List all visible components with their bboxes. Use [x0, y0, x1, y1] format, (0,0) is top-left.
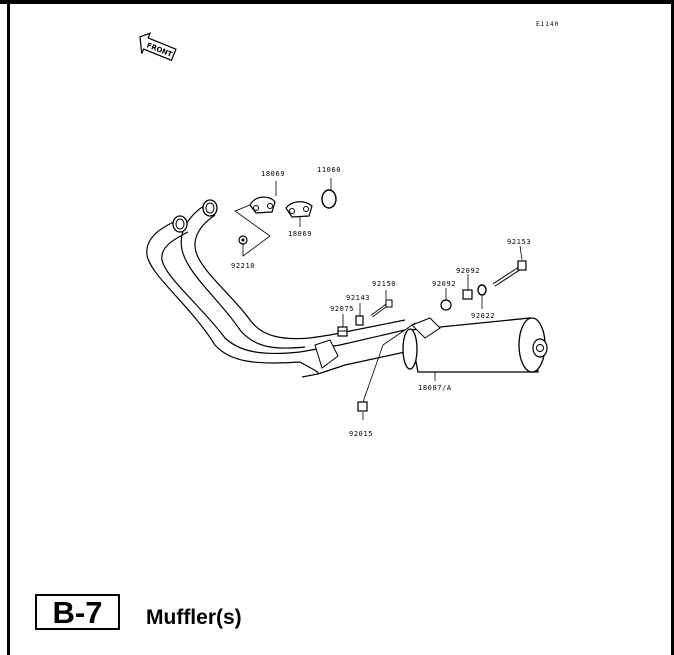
part-label: 11060: [317, 166, 341, 174]
part-label: 92022: [471, 312, 495, 320]
part-label: 92150: [372, 280, 396, 288]
part-label: 92092: [432, 280, 456, 288]
part-label: 92092: [456, 267, 480, 275]
gasket-11060: [321, 189, 337, 209]
exhaust-header-pipes: [146, 204, 406, 378]
part-label: 18069: [288, 230, 312, 238]
pipe-inlet-2-inner: [205, 202, 215, 214]
bolt-92153: [492, 260, 527, 287]
part-label: 92143: [346, 294, 370, 302]
section-id-box: B-7: [35, 594, 120, 630]
frame-left-border: [7, 0, 10, 655]
nut-92210: [238, 235, 248, 245]
part-label: 92153: [507, 238, 531, 246]
collar-92143: [355, 315, 364, 326]
leader-lines: [234, 178, 523, 420]
collector-bracket: [314, 339, 339, 369]
part-label: 18087/A: [418, 384, 452, 392]
pipe-inlet-1: [172, 215, 188, 233]
holder-18069-b: [285, 201, 313, 218]
pipe-inlet-2: [202, 199, 218, 217]
part-label: 92210: [231, 262, 255, 270]
part-label: 18069: [261, 170, 285, 178]
holder-18069-a: [249, 196, 276, 214]
muffler-body: [402, 317, 548, 373]
washer-92022: [477, 284, 487, 296]
frame-top-border: [0, 0, 674, 4]
nut-92075: [337, 326, 348, 337]
nut-92092-a: [440, 299, 452, 311]
part-label: 92015: [349, 430, 373, 438]
page-code: E1140: [536, 21, 560, 28]
pipe-inlet-1-inner: [175, 218, 185, 230]
nut-92092-b: [462, 289, 473, 300]
section-title: Muffler(s): [146, 606, 242, 629]
part-label: 92075: [330, 305, 354, 313]
nut-92015: [357, 401, 368, 412]
front-arrow-icon: FRONT: [139, 32, 177, 62]
bolt-92150: [371, 299, 393, 318]
frame-right-border: [671, 0, 674, 655]
